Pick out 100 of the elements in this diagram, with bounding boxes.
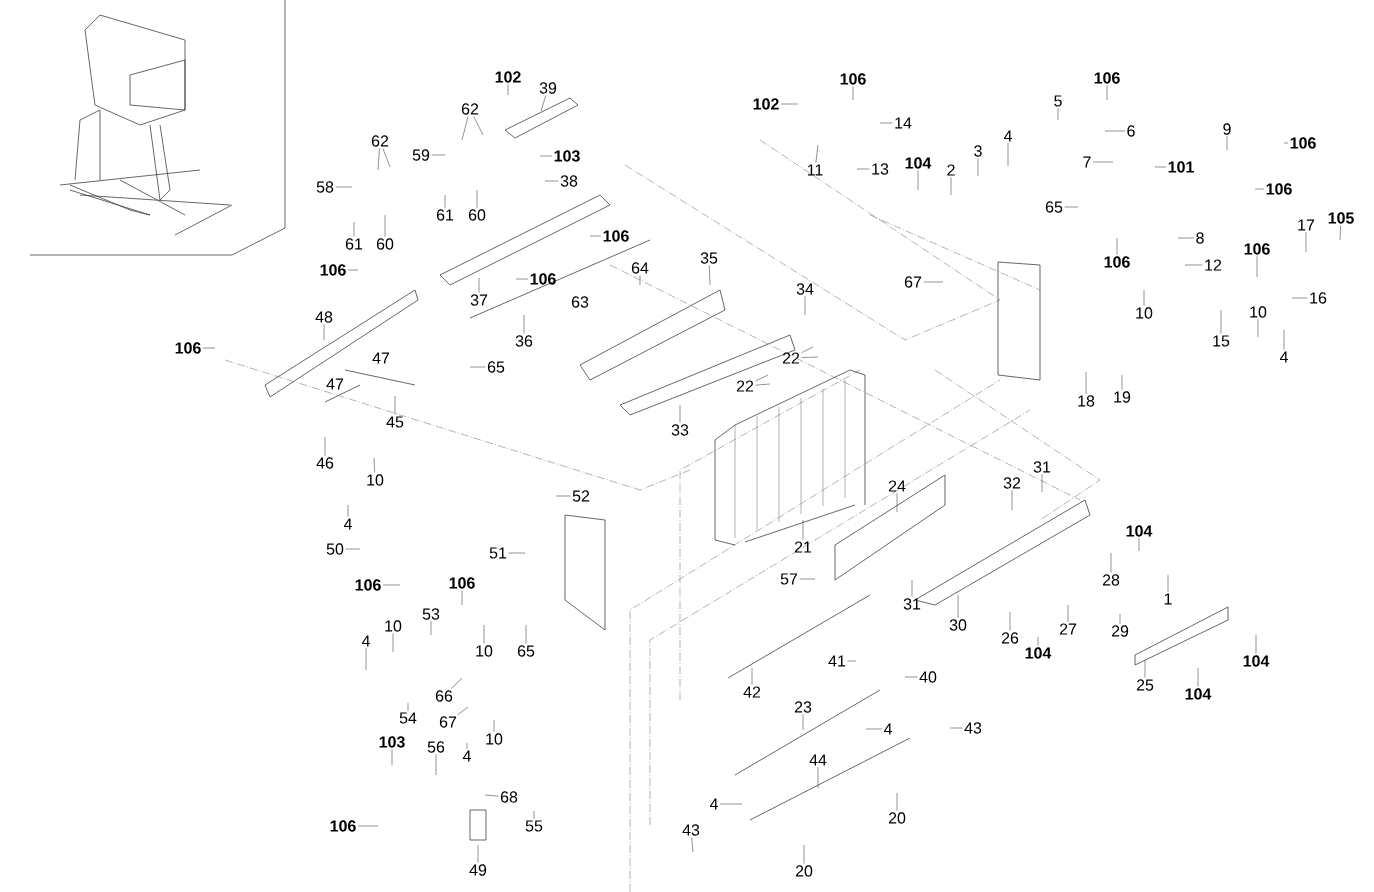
callout-number: 106 [840,73,866,85]
callout-number: 31 [903,598,921,610]
callout-number: 58 [316,181,334,193]
callout-number: 29 [1111,625,1129,637]
callout-number: 106 [449,577,475,589]
callout-number: 22 [736,380,754,392]
leader-line [324,436,326,456]
callout-number: 55 [525,820,543,832]
callout-number: 18 [1078,395,1095,407]
leader-line [457,706,469,715]
callout-number: 15 [1213,335,1230,347]
callout-number: 35 [700,252,718,264]
callout-number: 40 [919,671,937,683]
callout-number: 106 [1094,72,1120,84]
callout-number: 21 [794,541,812,553]
leader-line [1256,256,1258,278]
callout-number: 4 [709,798,718,810]
callout-number: 32 [1003,477,1021,489]
callout-number: 106 [175,342,201,354]
callout-number: 65 [1045,201,1063,213]
callout-number: 4 [1003,130,1012,142]
leader-line [523,314,525,334]
callout-number: 31 [1033,461,1051,473]
leader-line [483,624,485,644]
callout-number: 36 [515,335,533,347]
leader-line [353,221,355,237]
leader-line [802,519,804,540]
leader-line [679,404,681,423]
leader-line [508,552,526,554]
leader-line [799,578,816,580]
leader-line [539,155,553,157]
callout-number: 106 [1266,183,1292,195]
callout-number: 101 [1168,161,1194,173]
leader-line [477,844,479,863]
leader-line [365,647,367,671]
leader-line [430,621,432,636]
leader-line [540,95,547,112]
leader-line [466,742,468,750]
callout-number: 20 [888,812,906,824]
leader-line [1255,634,1257,654]
callout-number: 20 [795,865,813,877]
callout-number: 28 [1102,574,1120,586]
callout-number: 52 [572,490,590,502]
leader-line [801,356,819,358]
leader-line [803,844,805,864]
callout-number: 22 [782,352,800,364]
leader-line [1197,667,1199,687]
callout-number: 61 [345,238,363,250]
leader-line [751,667,753,685]
callout-number: 103 [379,736,405,748]
callout-number: 106 [355,579,381,591]
callout-number: 50 [326,543,344,555]
callout-number: 103 [554,150,580,162]
callout-number: 39 [539,82,557,94]
callout-number: 68 [500,791,518,803]
leader-line [1154,166,1167,168]
callout-number: 104 [1185,688,1212,700]
leader-line [802,714,804,731]
leader-line [1085,371,1087,394]
callout-number: 26 [1001,632,1019,644]
leader-line [719,803,743,805]
callout-number: 62 [461,103,479,115]
leader-line [444,194,446,208]
leader-line [1177,237,1195,239]
callout-number: 60 [468,209,486,221]
leader-line [1254,188,1265,190]
leader-line [879,122,893,124]
callout-number: 45 [386,416,404,428]
leader-line [357,825,379,827]
callout-number: 105 [1328,212,1354,224]
callout-number: 106 [1290,137,1316,149]
callout-number: 67 [904,276,922,288]
callout-number: 19 [1114,391,1131,403]
leader-line [755,383,771,386]
callout-number: 51 [489,547,507,559]
leader-line [950,177,952,196]
leader-line [589,235,602,237]
leader-line [478,277,480,293]
leader-line [856,168,870,170]
callout-number: 10 [385,620,402,632]
leader-line [384,214,386,237]
callout-number: 61 [436,209,454,221]
leader-line [382,584,401,586]
callout-number: 1 [1164,593,1172,605]
leader-line [392,633,394,653]
callout-number: 106 [603,230,629,242]
callout-number: 43 [682,824,700,836]
callout-number: 25 [1136,679,1154,691]
leader-line [896,493,898,513]
callout-number: 13 [872,163,889,175]
leader-line [1121,374,1123,390]
callout-number: 4 [361,635,370,647]
leader-line [1104,130,1126,132]
leader-line [1037,636,1039,646]
leader-line [1257,319,1259,338]
leader-line [1011,490,1013,511]
callout-number: 104 [1243,655,1270,667]
callout-number: 4 [343,518,352,530]
callout-number: 57 [780,573,798,585]
leader-line [202,347,216,349]
